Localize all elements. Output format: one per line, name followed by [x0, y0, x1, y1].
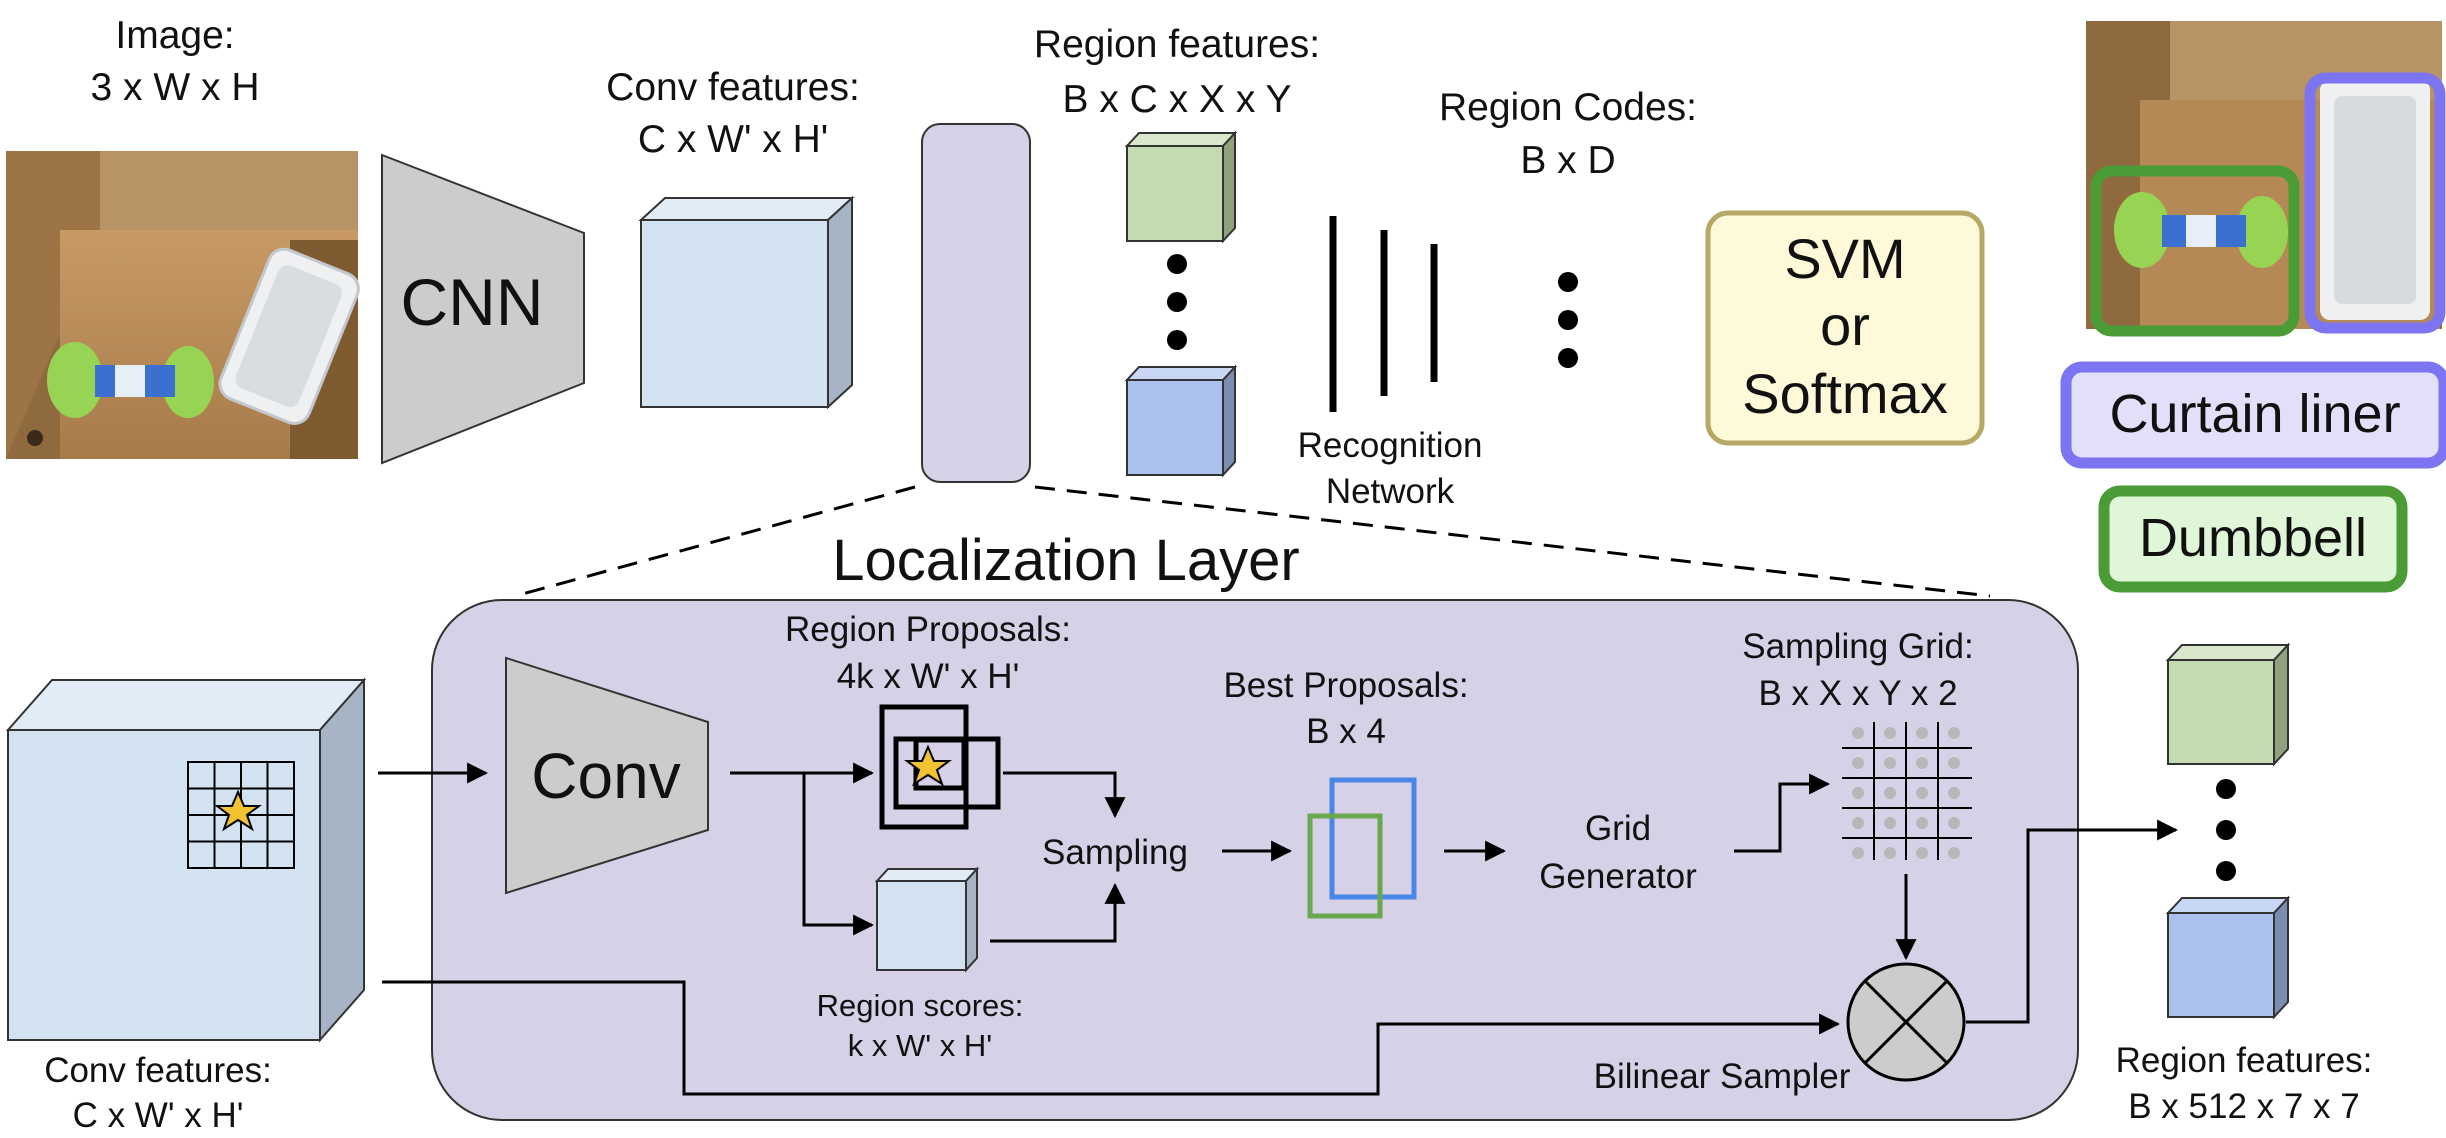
conv-block [505, 656, 709, 895]
input-photo [6, 151, 360, 459]
region-proposals-title: Region Proposals: [785, 610, 1071, 649]
region-features-dims: B x C x X x Y [1062, 78, 1291, 121]
best-proposals-title: Best Proposals: [1223, 666, 1468, 705]
ellipsis-dot [1167, 292, 1187, 312]
region-scores-dims: k x W' x H' [848, 1028, 992, 1063]
bottom-conv-features-title: Conv features: [44, 1051, 272, 1090]
ellipsis-dot [1558, 348, 1578, 368]
ellipsis-dot [1167, 330, 1187, 350]
localization-layer-title: Localization Layer [832, 528, 1300, 593]
dumbbell-label: Dumbbell [2139, 508, 2367, 568]
ellipsis-dot [2216, 779, 2236, 799]
bottom-conv-features-dims: C x W' x H' [73, 1096, 244, 1135]
arrow-to-scores [802, 773, 875, 936]
recognition-network-label-2: Network [1326, 472, 1455, 511]
ellipsis-dot [1167, 254, 1187, 274]
bilinear-sampler-icon [1846, 962, 1966, 1082]
conv-features-dims: C x W' x H' [638, 118, 828, 161]
conv-features-cube-large [5, 677, 367, 1043]
ellipsis-dot [1558, 310, 1578, 330]
region-feature-cube-green [1124, 130, 1238, 244]
best-proposal-box-blue [1329, 777, 1417, 900]
bilinear-sampler-label: Bilinear Sampler [1594, 1057, 1851, 1096]
conv-features-cube [638, 195, 855, 410]
arrow-scores-to-sampling [990, 882, 1126, 943]
arrow-sampler-to-region-features [1966, 819, 2179, 1024]
sampling-grid-title: Sampling Grid: [1742, 627, 1973, 666]
zoom-line-left [514, 485, 916, 598]
image-dims: 3 x W x H [90, 66, 259, 109]
sampling-label: Sampling [1042, 833, 1188, 872]
region-codes-dims: B x D [1520, 139, 1615, 182]
grid-generator-label-1: Grid [1585, 809, 1651, 848]
cnn-label: CNN [401, 265, 544, 339]
cnn-block [381, 153, 585, 465]
arrow-features-to-sampler [382, 980, 1841, 1096]
output-region-feature-cube-green [2165, 642, 2291, 767]
best-proposal-box-green [1307, 813, 1383, 919]
dumbbell-detection-box [2090, 165, 2300, 337]
curtain-liner-detection-box [2304, 72, 2446, 334]
conv-features-title: Conv features: [606, 66, 860, 109]
ellipsis-dot [2216, 820, 2236, 840]
star-icon [904, 744, 952, 787]
classifier-box [1705, 210, 1985, 446]
region-codes-title: Region Codes: [1439, 86, 1697, 129]
region-scores-cube [874, 866, 980, 973]
region-feature-cube-blue [1124, 364, 1238, 478]
arrow-proposals-to-sampling [1003, 771, 1126, 819]
classifier-label-3: Softmax [1742, 362, 1947, 425]
conv-label: Conv [531, 740, 680, 812]
ellipsis-dot [1558, 272, 1578, 292]
localization-layer-panel [431, 599, 2079, 1121]
region-scores-title: Region scores: [817, 988, 1024, 1023]
output-region-features-title: Region features: [2116, 1041, 2373, 1080]
sampling-grid [1842, 722, 1972, 860]
star-icon [214, 789, 262, 832]
region-features-title: Region features: [1034, 23, 1320, 66]
image-title: Image: [115, 14, 234, 57]
sampling-grid-dims: B x X x Y x 2 [1758, 674, 1957, 713]
output-region-feature-cube-blue [2165, 895, 2291, 1020]
curtain-liner-label: Curtain liner [2109, 384, 2400, 444]
grid-generator-label-2: Generator [1539, 857, 1697, 896]
dumbbell-label-box [2098, 485, 2408, 593]
region-proposals-dims: 4k x W' x H' [837, 657, 1020, 696]
recognition-network-label-1: Recognition [1298, 426, 1483, 465]
output-region-features-dims: B x 512 x 7 x 7 [2128, 1087, 2360, 1126]
ellipsis-dot [2216, 861, 2236, 881]
localization-layer-block [921, 123, 1031, 483]
arrow-to-sampling-grid [1734, 773, 1831, 853]
best-proposals-dims: B x 4 [1306, 712, 1386, 751]
classifier-label-1: SVM [1784, 227, 1905, 290]
zoom-line-right [1034, 485, 1991, 598]
classifier-label-2: or [1820, 294, 1870, 357]
curtain-liner-label-box [2060, 361, 2446, 469]
